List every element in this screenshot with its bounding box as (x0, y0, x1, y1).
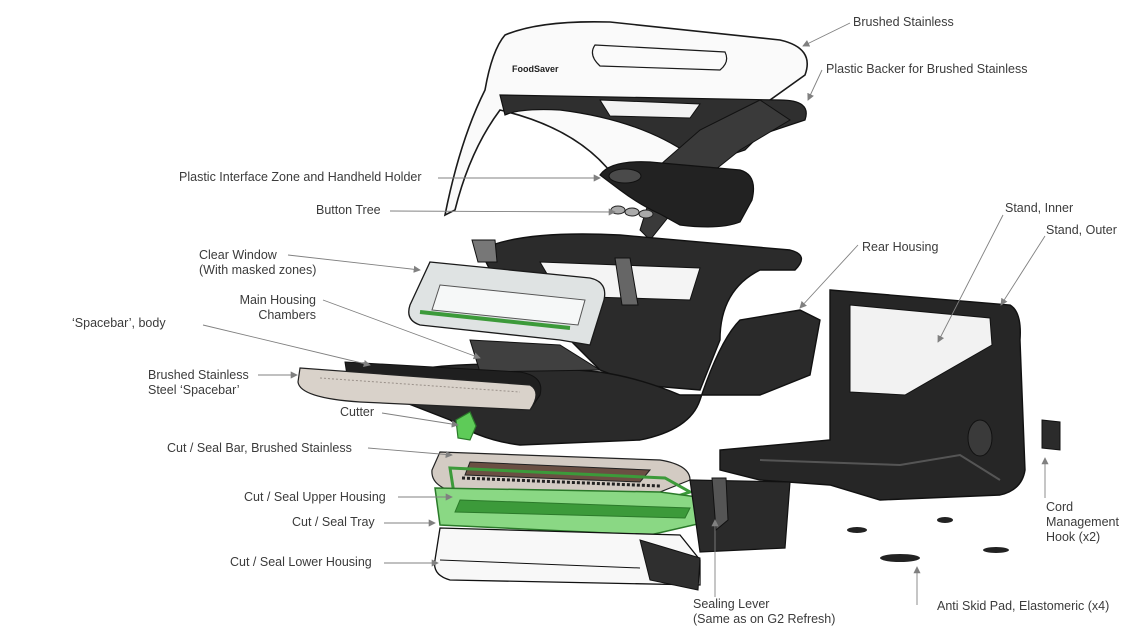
label-button-tree: Button Tree (316, 203, 381, 217)
label-clear-window-line1: Clear Window (199, 248, 277, 262)
label-clear-window: Clear Window (With masked zones) (199, 248, 316, 278)
stand-part (719, 289, 1026, 501)
label-cut-seal-lower-housing: Cut / Seal Lower Housing (230, 555, 372, 569)
label-plastic-backer: Plastic Backer for Brushed Stainless (826, 62, 1028, 76)
label-cut-seal-upper-housing: Cut / Seal Upper Housing (244, 490, 386, 504)
cord-hook-part (1041, 419, 1061, 451)
label-brushed-spacebar-line2: Steel ‘Spacebar’ (148, 383, 240, 397)
label-cord-management-hook: Cord Management Hook (x2) (1046, 500, 1119, 545)
label-brushed-stainless: Brushed Stainless (853, 15, 954, 29)
label-brushed-spacebar: Brushed Stainless Steel ‘Spacebar’ (148, 368, 249, 398)
label-cut-seal-bar: Cut / Seal Bar, Brushed Stainless (167, 441, 352, 455)
main-housing-part (358, 309, 821, 446)
label-main-housing-line2: Chambers (258, 308, 316, 322)
label-brushed-spacebar-line1: Brushed Stainless (148, 368, 249, 382)
label-cord-line2: Management (1046, 515, 1119, 529)
label-stand-outer: Stand, Outer (1046, 223, 1117, 237)
anti-skid-pads-part (847, 517, 1009, 562)
leader-lines (202, 22, 1049, 605)
label-main-housing-line1: Main Housing (239, 293, 316, 307)
cut-seal-lower-part (433, 527, 701, 591)
label-main-housing: Main Housing Chambers (230, 293, 316, 323)
label-cutter: Cutter (340, 405, 375, 419)
spacebar-part (297, 361, 542, 411)
handheld-holder-part (599, 161, 755, 228)
label-clear-window-line2: (With masked zones) (199, 263, 317, 277)
label-spacebar-body: ‘Spacebar’, body (72, 316, 166, 330)
sealing-lever-part (689, 477, 791, 553)
label-cut-seal-tray: Cut / Seal Tray (292, 515, 375, 529)
clear-window-part (408, 261, 606, 346)
rear-housing-part (471, 233, 803, 391)
label-sealing-lever-line1: Sealing Lever (693, 597, 770, 611)
cut-seal-tray-part (434, 487, 721, 536)
label-anti-skid-pad: Anti Skid Pad, Elastomeric (x4) (937, 599, 1110, 613)
svg-text:FoodSaver: FoodSaver (512, 64, 559, 74)
label-plastic-interface-zone: Plastic Interface Zone and Handheld Hold… (179, 170, 422, 184)
label-rear-housing: Rear Housing (862, 240, 939, 254)
label-stand-inner: Stand, Inner (1005, 201, 1074, 215)
label-sealing-lever: Sealing Lever (Same as on G2 Refresh) (693, 597, 835, 627)
label-cord-line1: Cord (1046, 500, 1074, 514)
label-cord-line3: Hook (x2) (1046, 530, 1101, 544)
cutter-part (455, 411, 477, 441)
label-sealing-lever-line2: (Same as on G2 Refresh) (693, 612, 836, 626)
